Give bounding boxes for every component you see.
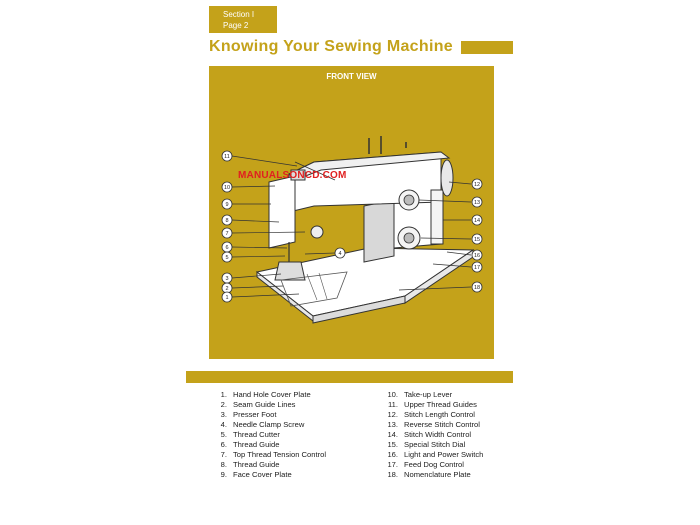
legend-item: 12.Stitch Length Control (387, 410, 475, 419)
callout-4: 4 (338, 251, 341, 257)
callout-14: 14 (474, 218, 480, 224)
legend-item: 10.Take-up Lever (387, 390, 453, 399)
callout-12: 12 (474, 182, 480, 188)
legend-item: 4.Needle Clamp Screw (220, 420, 305, 429)
callout-17: 17 (474, 265, 480, 271)
legend-item: 6.Thread Guide (220, 440, 280, 449)
callout-7: 7 (225, 231, 228, 237)
callout-3: 3 (225, 276, 228, 282)
machine-head (268, 175, 296, 249)
handwheel (440, 159, 454, 197)
legend-item: 2.Seam Guide Lines (220, 400, 296, 409)
legend-item: 8.Thread Guide (220, 460, 280, 469)
legend-item: 7.Top Thread Tension Control (220, 450, 327, 459)
callout-1: 1 (225, 295, 228, 301)
callout-8: 8 (225, 218, 228, 224)
callout-5: 5 (225, 255, 228, 261)
figure-panel: FRONT VIEW (209, 66, 494, 359)
page-title: Knowing Your Sewing Machine (209, 38, 453, 55)
figure-caption: FRONT VIEW (326, 72, 377, 81)
callout-18: 18 (474, 285, 480, 291)
legend-item: 14.Stitch Width Control (387, 430, 472, 439)
legend-item: 11.Upper Thread Guides (388, 400, 477, 409)
divider-bar (186, 371, 513, 383)
legend-item: 17.Feed Dog Control (387, 460, 464, 469)
title-accent-bar (461, 41, 513, 54)
callout-9: 9 (225, 202, 228, 208)
legend-item: 16.Light and Power Switch (387, 450, 484, 459)
callout-10: 10 (224, 185, 230, 191)
callout-11: 11 (224, 154, 230, 160)
callout-16: 16 (474, 253, 480, 259)
callout-6: 6 (225, 245, 228, 251)
legend-item: 13.Reverse Stitch Control (387, 420, 480, 429)
callout-13: 13 (474, 200, 480, 206)
section-label: Section I (223, 10, 255, 19)
legend-right-column: 10.Take-up Lever 11.Upper Thread Guides … (382, 390, 483, 480)
legend-item: 9.Face Cover Plate (220, 470, 292, 479)
legend-item: 1.Hand Hole Cover Plate (220, 390, 311, 399)
legend-item: 5.Thread Cutter (220, 430, 280, 439)
legend-item: 3.Presser Foot (220, 410, 277, 419)
callout-15: 15 (474, 237, 480, 243)
page-label: Page 2 (223, 21, 249, 30)
sewing-machine-illustration: 11 10 9 8 7 6 5 3 2 1 4 12 13 14 15 16 1… (221, 136, 483, 324)
section-tab: Section I Page 2 (209, 6, 277, 33)
legend-item: 18.Nomenclature Plate (387, 470, 471, 479)
watermark-text: MANUALSONCD.COM (238, 170, 347, 181)
legend-left-column: 1.Hand Hole Cover Plate 2.Seam Guide Lin… (211, 390, 326, 480)
callout-2: 2 (225, 286, 228, 292)
legend-item: 15.Special Stitch Dial (387, 440, 466, 449)
